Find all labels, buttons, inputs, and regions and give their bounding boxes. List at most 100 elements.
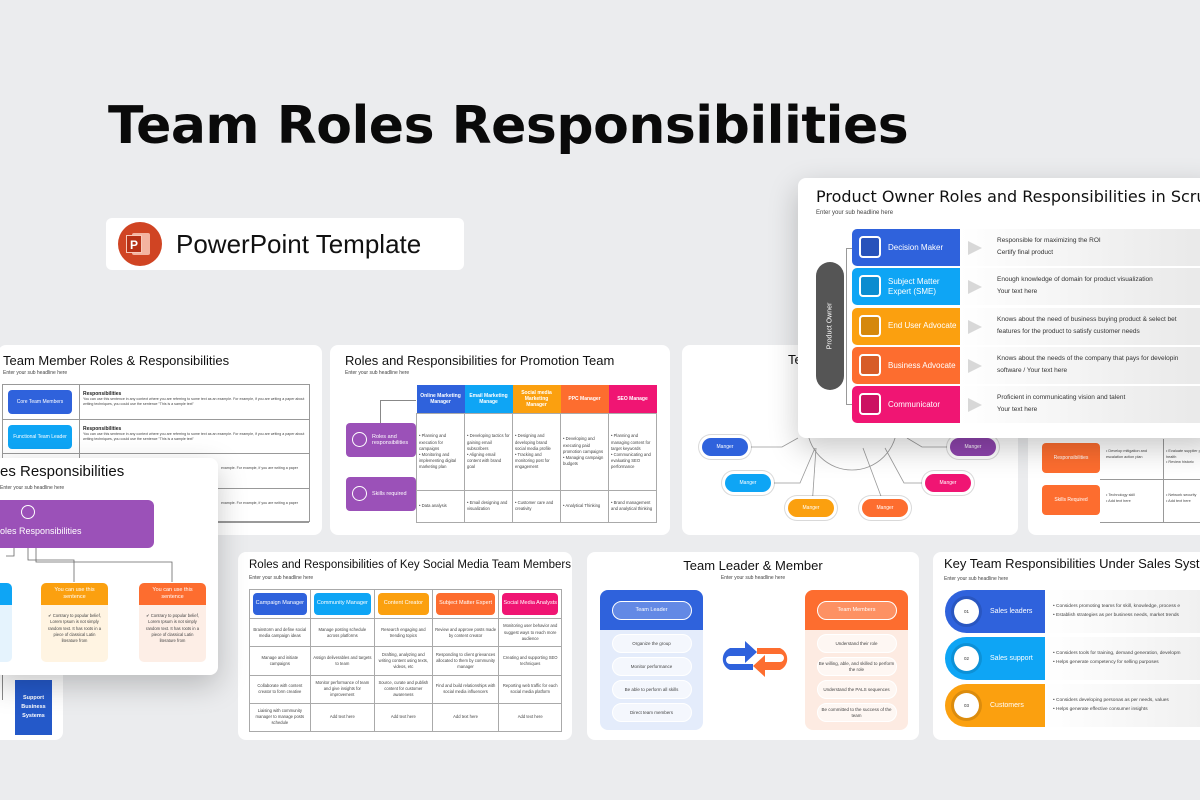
row-label: Responsibilities: [1042, 443, 1100, 473]
table-cell: Reporting web traffic for each social me…: [498, 674, 562, 704]
list-item: Be willing, able, and skilled to perform…: [816, 657, 897, 676]
sales-label: Customers: [990, 702, 1024, 709]
manager-node[interactable]: Manger: [862, 499, 908, 517]
bullet-text: • Considers tools for training, demand g…: [1053, 651, 1181, 656]
table-cell: • Brand management and analytical thinki…: [608, 489, 657, 524]
table-row: Brainstorm and define social media campa…: [249, 617, 562, 648]
slide-subtitle: Enter your sub headline here: [720, 575, 786, 581]
row-heading: Responsibilities: [83, 425, 122, 432]
table-cell: Find and build relationships with social…: [431, 674, 500, 704]
table-cell: • Data analysis: [416, 489, 465, 524]
role-label: Decision Maker: [888, 242, 944, 252]
slide-roles-responsibilities[interactable]: es Responsibilities Enter your sub headl…: [0, 458, 218, 675]
bullet-text: Certify final product: [997, 249, 1053, 256]
column-header: Community Manager: [313, 593, 372, 615]
table-cell: Manage and initiate campaigns: [249, 646, 311, 676]
number-circle: 03: [954, 693, 979, 718]
slide-sales-system[interactable]: Key Team Responsibilities Under Sales Sy…: [933, 552, 1200, 740]
table-cell: • Email designing and visualization: [464, 489, 513, 524]
table-cell: • Developing and executing paid promotio…: [560, 412, 609, 491]
card-heading: You can use this sentence: [139, 583, 206, 605]
sales-label: Sales support: [990, 655, 1033, 662]
column-header: PPC Manager: [560, 385, 609, 413]
slide-team-leader-member[interactable]: Team Leader & Member Enter your sub head…: [587, 552, 919, 740]
manager-node[interactable]: Manger: [702, 438, 748, 456]
role-label[interactable]: Functional Team Leader: [8, 424, 72, 449]
role-description: Proficient in communicating vision and t…: [960, 386, 1200, 424]
row-text: You can use this sentence in any context…: [83, 431, 305, 441]
role-label[interactable]: Core Team Members: [8, 390, 72, 414]
slide-promotion-team[interactable]: Roles and Responsibilities for Promotion…: [330, 345, 670, 535]
slide-subtitle: Enter your sub headline here: [249, 575, 314, 581]
slide-social-media-team[interactable]: Roles and Responsibilities of Key Social…: [238, 552, 572, 740]
arrow-right-icon: [968, 358, 982, 373]
role-3[interactable]: Business Advocate: [852, 346, 960, 384]
table-cell: Manage posting schedule across platforms: [309, 617, 376, 648]
table-cell: • Develop mitigation and escalation acti…: [1106, 449, 1148, 459]
list-item: Be able to perform all skills: [611, 680, 692, 699]
sentence-card: You can use this sentence✔ Contrary to p…: [139, 583, 206, 662]
gear-team-icon: [859, 236, 881, 258]
table-cell: Add text here: [309, 702, 376, 733]
row-text: example. For example, if you are writing…: [221, 466, 298, 470]
list-item: Understand the PALS sequences: [816, 680, 897, 699]
table-cell: Source, curate and publish content for c…: [374, 674, 433, 704]
page-title: Team Roles Responsibilities: [108, 96, 909, 156]
table-cell: Monitoring user behavior and suggest way…: [498, 617, 562, 648]
role-0[interactable]: Decision Maker: [852, 229, 960, 266]
powerpoint-icon: P: [118, 222, 162, 266]
bullet-text: • Establish strategies as per business n…: [1053, 612, 1179, 618]
column-header: SEO Manage: [608, 385, 657, 413]
row-label-text: Skills required: [372, 491, 407, 497]
manager-node[interactable]: Manger: [788, 499, 834, 517]
column-header: Subject Matter Expert: [435, 593, 496, 615]
slide-product-owner[interactable]: Product Owner Roles and Responsibilities…: [798, 178, 1200, 438]
template-badge: P PowerPoint Template: [106, 218, 464, 270]
bullet-text: Enough knowledge of domain for product v…: [997, 276, 1153, 284]
column-header: Campaign Manager: [253, 593, 307, 615]
bullet-text: features for the product to satisfy cust…: [997, 327, 1140, 335]
table-row: Liaising with community manager to manag…: [249, 702, 562, 733]
slide-title: Team Leader & Member: [683, 558, 823, 573]
table-cell: Brainstorm and define social media campa…: [249, 617, 311, 648]
slide-subtitle: Enter your sub headline here: [0, 485, 65, 491]
slide-title: Roles and Responsibilities of Key Social…: [249, 559, 571, 571]
arrow-right-icon: [968, 280, 982, 295]
skills-icon: [352, 486, 367, 501]
slide-title: Roles and Responsibilities for Promotion…: [345, 353, 615, 368]
card-blue: [0, 583, 12, 662]
slide-title: es Responsibilities: [0, 463, 125, 480]
role-4[interactable]: Communicator: [852, 386, 960, 424]
arrow-right-icon: [968, 398, 982, 413]
role-label: Business Advocate: [888, 360, 956, 370]
table-cell: • Customer care and creativity: [512, 489, 561, 524]
role-description: Knows about the needs of the company tha…: [960, 346, 1200, 384]
bullet-text: • Considers developing personas as per n…: [1053, 698, 1169, 703]
column-header: Online Marketing Manager: [416, 385, 465, 413]
sentence-card: You can use this sentence✔ Contrary to p…: [41, 583, 108, 662]
table-cell: • Planning and execution for campaigns •…: [416, 412, 465, 491]
hub-box: oles Responsibilities: [0, 500, 154, 548]
column-header: Content Creator: [378, 593, 429, 615]
role-2[interactable]: End User Advocate: [852, 307, 960, 345]
table-cell: • Network security • Add text here: [1166, 493, 1197, 503]
role-1[interactable]: Subject Matter Expert (SME): [852, 268, 960, 306]
manager-node[interactable]: Manger: [725, 474, 771, 492]
manager-node[interactable]: Manger: [950, 438, 996, 456]
column-header: Email Marketing Manage: [464, 385, 513, 413]
badge-label: PowerPoint Template: [176, 228, 422, 259]
table-row: Collaborate with content creator to form…: [249, 674, 562, 704]
manager-node[interactable]: Manger: [925, 474, 971, 492]
bullet-text: Your text here: [997, 406, 1038, 414]
table-cell: Research engaging and trending topics: [374, 617, 433, 648]
column-header: Social media Marketing Manager: [512, 385, 561, 413]
network-icon: [859, 393, 881, 416]
table-cell: Creating and supporting SEO techniques: [498, 646, 562, 676]
bullet-text: Knows about the need of business buying …: [997, 315, 1177, 323]
